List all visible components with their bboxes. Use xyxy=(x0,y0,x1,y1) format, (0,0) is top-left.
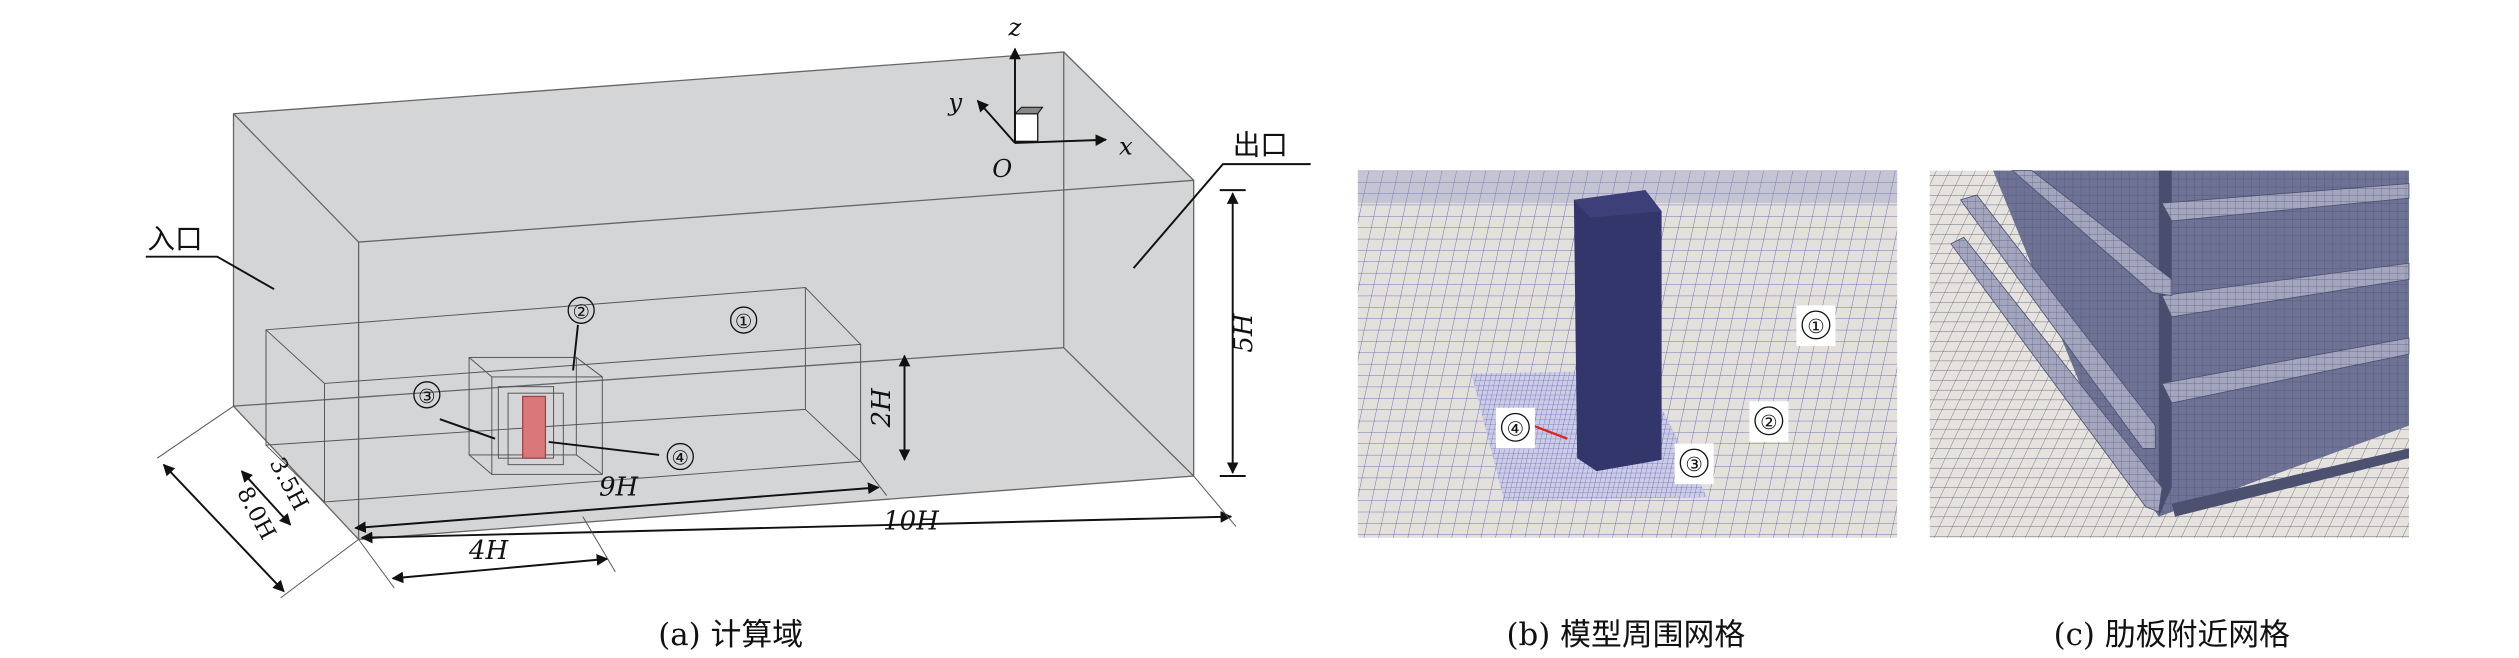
dimension-4h: 4H xyxy=(358,516,616,589)
axis-cube-icon xyxy=(1014,113,1039,142)
horizontal-ribs xyxy=(2161,183,2410,517)
panel-a-computational-domain: ① ② ③ ④ z x y O xyxy=(145,13,1311,653)
svg-text:x: x xyxy=(1119,131,1133,160)
svg-text:①: ① xyxy=(1807,315,1824,338)
coordinate-axes: z x y O xyxy=(947,13,1133,183)
building-model xyxy=(522,395,547,459)
caption-a: (a) 计算域 xyxy=(658,617,803,653)
svg-text:2H: 2H xyxy=(867,387,897,429)
mesh-label-4: ④ xyxy=(1495,407,1535,449)
building-wall-mesh xyxy=(1993,170,2409,517)
region-label-2: ② xyxy=(567,296,595,371)
dimension-2h: 2H xyxy=(867,354,911,461)
svg-text:y: y xyxy=(947,87,963,116)
svg-text:4H: 4H xyxy=(468,536,510,566)
mesh-label-3: ③ xyxy=(1674,443,1714,485)
region-label-1: ① xyxy=(730,306,758,334)
svg-text:出口: 出口 xyxy=(1233,128,1288,161)
region-label-3: ③ xyxy=(413,381,496,440)
mesh-label-1: ① xyxy=(1796,305,1836,347)
outer-domain-box xyxy=(232,51,1195,541)
svg-text:8.0H: 8.0H xyxy=(231,483,280,545)
caption-c: (c) 肋板附近网格 xyxy=(2054,617,2290,653)
region-label-4: ④ xyxy=(548,440,694,471)
svg-text:O: O xyxy=(992,154,1012,183)
panel-c-mesh-near-ribs: (c) 肋板附近网格 xyxy=(1929,170,2410,653)
dimension-10h: 10H xyxy=(360,475,1237,544)
caption-b: (b) 模型周围网格 xyxy=(1506,617,1745,653)
svg-text:10H: 10H xyxy=(883,507,940,537)
panel-b-mesh-around-model: ① ② ③ ④ (b) 模型周围网格 xyxy=(1357,170,1898,653)
svg-text:③: ③ xyxy=(418,385,435,408)
svg-text:②: ② xyxy=(1760,411,1777,434)
outlet-label: 出口 xyxy=(1132,128,1311,269)
diagonal-ribs xyxy=(1950,170,2173,513)
svg-text:z: z xyxy=(1008,13,1022,42)
mesh-label-2: ② xyxy=(1749,401,1789,442)
inlet-label: 入口 xyxy=(145,223,275,291)
svg-text:入口: 入口 xyxy=(147,223,202,256)
svg-text:③: ③ xyxy=(1685,453,1702,476)
svg-text:②: ② xyxy=(572,300,589,323)
svg-text:①: ① xyxy=(735,310,752,333)
dimension-5h: 5H xyxy=(1219,189,1259,478)
svg-text:9H: 9H xyxy=(599,473,640,503)
svg-text:④: ④ xyxy=(1507,417,1524,440)
svg-text:④: ④ xyxy=(672,447,689,470)
building-mesh xyxy=(1573,190,1662,472)
svg-text:5H: 5H xyxy=(1229,312,1259,353)
